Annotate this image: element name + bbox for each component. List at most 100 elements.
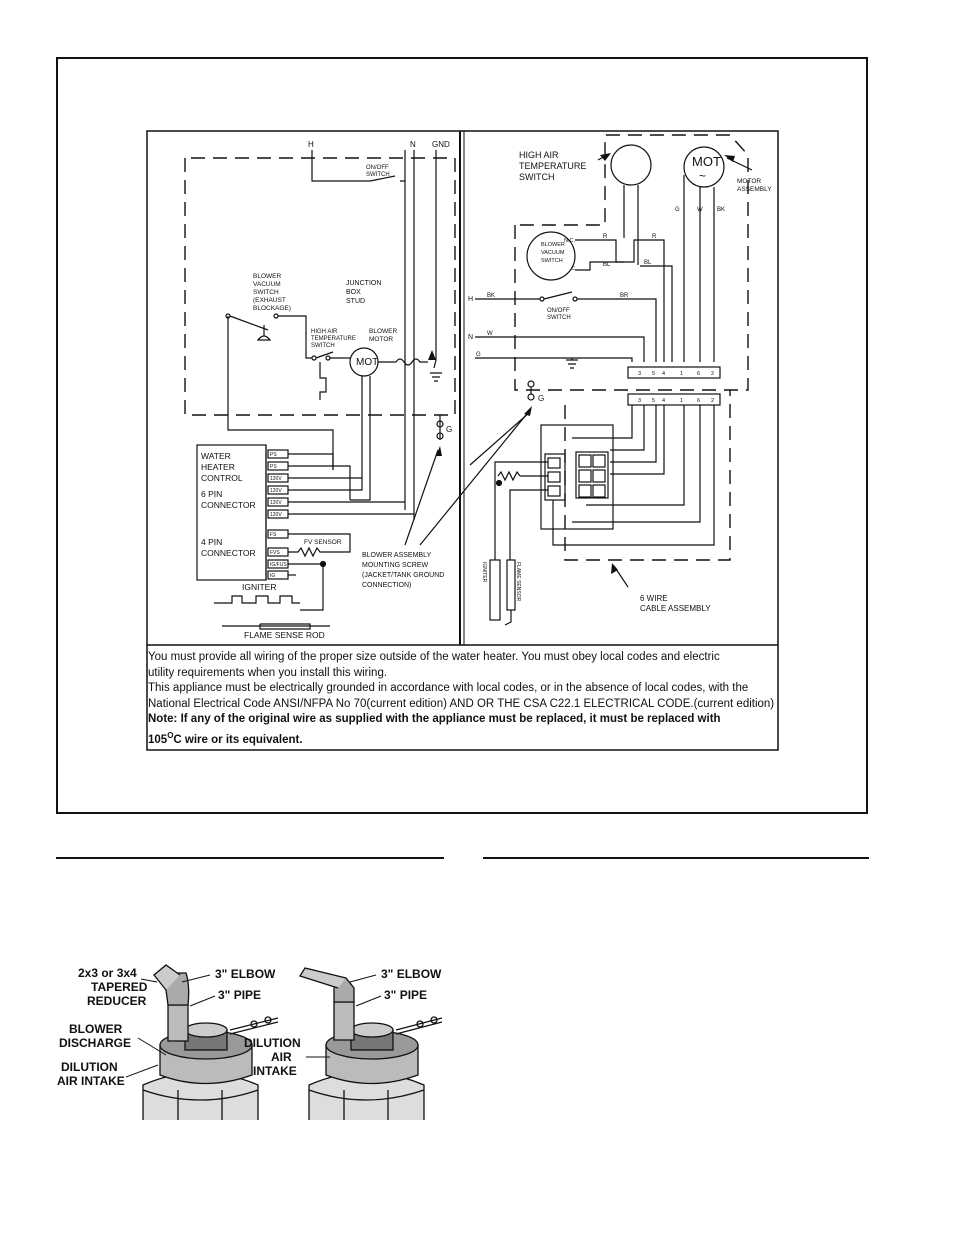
left-h-label: H [308, 140, 314, 149]
left-jbs-2: BOX [346, 289, 361, 296]
note-line-1: You must provide all wiring of the prope… [148, 651, 720, 663]
r-wire-w: W [697, 207, 703, 213]
note-line-3: This appliance must be electrically grou… [148, 682, 749, 694]
r-bvs-2: VACUUM [541, 250, 565, 256]
section-rule-left [56, 857, 444, 859]
left-hats-3: SWITCH [311, 343, 335, 349]
six-wire-1: 6 WIRE [640, 594, 668, 603]
r-w: W [487, 331, 493, 337]
wiring-diagram-frame [56, 57, 868, 814]
four-pin-2: CONNECTOR [201, 548, 256, 558]
r-hats-2: TEMPERATURE [519, 161, 586, 171]
right-mot-label: MOT [692, 154, 721, 169]
four-pin-1: 4 PIN [201, 537, 222, 547]
left-hats-2: TEMPERATURE [311, 336, 356, 342]
left-dilution-1: DILUTION [61, 1060, 118, 1074]
left-bvs-1: BLOWER [253, 273, 281, 280]
note-line-5-text: Note: If any of the original wire as sup… [148, 713, 721, 725]
left-pipe-label: 3" PIPE [218, 988, 261, 1002]
left-n-label: N [410, 140, 416, 149]
r-wire-r1: R [603, 234, 608, 240]
r-wire-bk: BK [717, 207, 725, 213]
r-n: N [468, 334, 473, 341]
term-a-4: 1 [680, 371, 683, 377]
bams-4: CONNECTION) [362, 582, 411, 589]
pin6-3: 120V [270, 476, 282, 482]
reducer-label-1: 2x3 or 3x4 [78, 966, 137, 980]
left-bvs-4: (EXHAUST [253, 297, 286, 304]
left-g-label: G [446, 425, 452, 434]
note-line-6-suffix: C wire or its equivalent. [173, 733, 303, 746]
r-wire-bl1: BL [603, 262, 611, 268]
right-mot-symbol: ~ [699, 169, 706, 183]
r-onoff-1: ON/OFF [547, 308, 570, 314]
left-bvs-2: VACUUM [253, 281, 281, 288]
pin6-6: 120V [270, 512, 282, 518]
term-a-5: 6 [697, 371, 700, 377]
pin6-4: 120V [270, 488, 282, 494]
r-bk: BK [487, 293, 495, 299]
r-flame-sensor-label: FLAME SENSOR [515, 562, 521, 602]
six-pin-2: CONNECTOR [201, 500, 256, 510]
term-b-2: 5 [652, 398, 655, 404]
note-line-5: Note: If any of the original wire as sup… [148, 712, 776, 728]
term-b-5: 6 [697, 398, 700, 404]
whc-1: WATER [201, 451, 231, 461]
note-line-6: 105OC wire or its equivalent. [148, 728, 776, 748]
left-bm-1: BLOWER [369, 328, 397, 335]
left-jbs-1: JUNCTION [346, 280, 381, 287]
r-br: BR [620, 293, 629, 299]
r-bvs-1: BLOWER [541, 242, 565, 248]
r-wire-g: G [675, 207, 680, 213]
note-line-6-degree: O [167, 730, 174, 740]
term-a-6: 2 [711, 371, 714, 377]
left-bvs-3: SWITCH [253, 289, 279, 296]
left-hats-1: HIGH AIR [311, 329, 338, 335]
reducer-label-2: TAPERED [91, 980, 148, 994]
r-g-label: G [538, 394, 544, 403]
pin6-2: PS [270, 464, 277, 470]
term-b-3: 4 [662, 398, 665, 404]
pin4-3: IG/FUS [270, 562, 287, 568]
right-elbow-label: 3" ELBOW [381, 967, 442, 981]
term-b-1: 3 [638, 398, 641, 404]
right-dilution-3: INTAKE [253, 1064, 297, 1078]
left-elbow-label: 3" ELBOW [215, 967, 276, 981]
left-gnd-label: GND [432, 140, 450, 149]
term-b-4: 1 [680, 398, 683, 404]
left-dilution-2: AIR INTAKE [57, 1074, 125, 1088]
six-pin-1: 6 PIN [201, 489, 222, 499]
r-wire-r2: R [652, 234, 657, 240]
pin4-2: FVS [270, 550, 280, 556]
right-dilution-2: AIR [271, 1050, 292, 1064]
r-c: C [571, 266, 575, 272]
igniter-label: IGNITER [242, 582, 276, 592]
r-motor-assembly-2: ASSEMBLY [737, 186, 772, 193]
r-h: H [468, 296, 473, 303]
pin6-5: 120V [270, 500, 282, 506]
left-onoff-1: ON/OFF [366, 165, 389, 171]
term-a-3: 4 [662, 371, 665, 377]
r-motor-assembly-1: MOTOR [737, 178, 761, 185]
section-rule-right [483, 857, 869, 859]
whc-2: HEATER [201, 462, 235, 472]
bams-2: MOUNTING SCREW [362, 562, 429, 569]
left-onoff-2: SWITCH [366, 172, 390, 178]
six-wire-2: CABLE ASSEMBLY [640, 604, 711, 613]
note-line-6-prefix: 105 [148, 733, 168, 746]
flame-sense-rod-label: FLAME SENSE ROD [244, 630, 325, 640]
pin6-1: PS [270, 452, 277, 458]
r-nc: N.C. [564, 238, 575, 244]
pin4-1: FS [270, 532, 277, 538]
r-hats-3: SWITCH [519, 172, 555, 182]
blower-discharge-2: DISCHARGE [59, 1036, 131, 1050]
reducer-label-3: REDUCER [87, 994, 147, 1008]
r-g-wire: G [476, 352, 481, 358]
whc-3: CONTROL [201, 473, 243, 483]
fv-sensor-label: FV SENSOR [304, 539, 342, 546]
note-line-4: National Electrical Code ANSI/NFPA No 70… [148, 697, 775, 710]
left-jbs-3: STUD [346, 298, 365, 305]
wiring-diagram: MOT MOT ~ H N GND ON/OFF SWITCH BLOWER V… [146, 130, 779, 751]
left-bm-2: MOTOR [369, 336, 393, 343]
